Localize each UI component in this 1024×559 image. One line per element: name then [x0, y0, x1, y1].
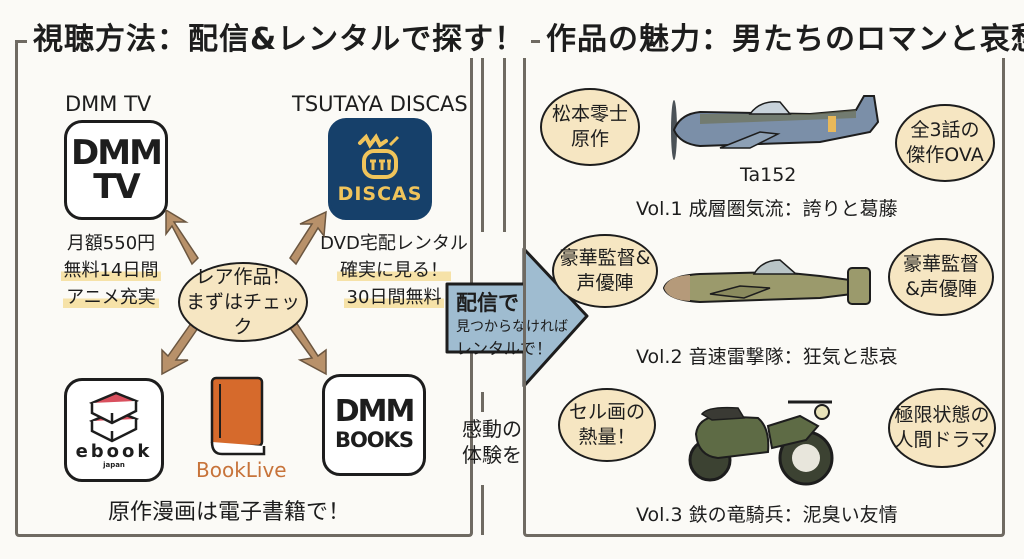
middle-caption-line1: 感動の: [462, 417, 522, 441]
middle-divider-left-bottom: [481, 485, 484, 535]
vol1-bubble-right-line1: 全3話の: [910, 119, 980, 141]
booklive-logo[interactable]: BookLive: [196, 376, 287, 486]
dmm-tv-notes: 月額550円 無料14日間 アニメ充実: [52, 230, 170, 311]
vol1-bubble-left: 松本零士 原作: [540, 88, 640, 166]
middle-divider-left: [481, 52, 484, 232]
arrow-text-line1: 配信で: [456, 291, 519, 315]
vol3-bubble-left-line2: 熱量！: [578, 426, 636, 448]
middle-caption: 感動の 体験を: [452, 416, 532, 468]
vol3-bubble-left-line1: セル画の: [568, 401, 645, 423]
vol2-bubble-right-line2: &声優陣: [905, 278, 977, 300]
discas-note-delivery: DVD宅配レンタル: [320, 233, 468, 254]
arrow-text: 配信で 見つからなければ レンタルで！: [456, 290, 586, 360]
dmm-tv-note-price: 月額550円: [66, 233, 156, 254]
dmm-tv-note-anime: アニメ充実: [63, 287, 159, 308]
vol1-bubble-left-line1: 松本零士: [551, 103, 628, 125]
dmm-books-logo-line2: BOOKS: [334, 428, 414, 452]
vol1-bubble-right: 全3話の 傑作OVA: [895, 104, 995, 182]
dmm-tv-logo[interactable]: DMM TV: [64, 120, 168, 220]
vol1-bubble-left-line2: 原作: [570, 128, 609, 150]
middle-divider-left-lower: [481, 392, 484, 412]
tsutaya-discas-name: TSUTAYA DISCAS: [292, 92, 468, 116]
discas-note-trial: 30日間無料: [343, 287, 445, 308]
dmm-books-logo-line1: DMM: [334, 394, 416, 429]
booklive-logo-text: BookLive: [196, 458, 287, 482]
stacked-books-icon: [88, 391, 140, 443]
rare-title-line2: まずはチェック: [185, 290, 300, 338]
ebookjapan-logo-main: ebook: [75, 441, 153, 462]
vol2-bubble-right: 豪華監督 &声優陣: [888, 238, 994, 316]
direction-arrows-icon: [161, 210, 327, 376]
rare-title-bubble: レア作品！ まずはチェック: [178, 262, 308, 342]
dmm-tv-logo-line1: DMM: [71, 133, 163, 173]
ebook-footer-caption: 原作漫画は電子書籍で！: [108, 500, 351, 525]
discas-note-sure: 確実に見る！: [337, 260, 451, 281]
right-panel-topline-start: [523, 40, 541, 43]
vol3-caption: Vol.3 鉄の竜騎兵：泥臭い友情: [636, 504, 898, 526]
dmm-books-logo[interactable]: DMM BOOKS: [322, 374, 426, 476]
left-section-title: 視聴方法：配信&レンタルで探す！: [27, 14, 532, 58]
vol3-bubble-right-line1: 極限状態の: [894, 404, 990, 426]
ohka-rocket-plane-icon: [662, 259, 871, 305]
vol2-caption: Vol.2 音速雷撃隊：狂気と悲哀: [636, 346, 898, 368]
ebookjapan-logo[interactable]: ebook japan: [64, 378, 164, 482]
tsutaya-discas-logo[interactable]: DISCAS: [328, 118, 432, 220]
vol3-bubble-left: セル画の 熱量！: [558, 388, 656, 462]
rare-title-line1: レア作品！: [195, 265, 291, 288]
vol1-bubble-right-line2: 傑作OVA: [906, 144, 984, 166]
arrow-text-line2: 見つからなければ: [456, 319, 568, 335]
orange-book-icon: [210, 376, 266, 456]
dmm-tv-name: DMM TV: [65, 92, 152, 116]
vol3-bubble-right-line2: 人間ドラマ: [894, 429, 990, 451]
sidecar-motorcycle-icon: [688, 400, 834, 486]
arrow-text-line3: レンタルで！: [456, 339, 553, 358]
tsutaya-discas-notes: DVD宅配レンタル 確実に見る！ 30日間無料: [318, 230, 470, 311]
ta152-plane-icon: [671, 95, 880, 160]
vol2-bubble-right-line1: 豪華監督: [902, 253, 979, 275]
vol1-caption: Vol.1 成層圏気流：誇りと葛藤: [636, 198, 898, 220]
vol2-bubble-left-line2: 声優陣: [576, 272, 634, 294]
vol3-bubble-right: 極限状態の 人間ドラマ: [888, 388, 996, 468]
discas-logo-text: DISCAS: [337, 183, 423, 205]
vol2-bubble-left: 豪華監督& 声優陣: [552, 234, 658, 308]
left-panel-topline-start: [15, 40, 33, 43]
discas-tv-mascot-icon: [358, 133, 400, 179]
ebookjapan-logo-sub: japan: [103, 461, 125, 469]
vol2-bubble-left-line1: 豪華監督&: [559, 247, 651, 269]
middle-divider-right: [503, 52, 506, 232]
dmm-tv-logo-line2: TV: [93, 167, 140, 207]
right-panel-frame: [523, 40, 1005, 537]
vol1-vehicle-label: Ta152: [740, 164, 797, 186]
dmm-tv-note-trial: 無料14日間: [60, 260, 162, 281]
right-section-title: 作品の魅力：男たちのロマンと哀愁: [540, 14, 1024, 58]
middle-caption-line2: 体験を: [462, 443, 522, 467]
